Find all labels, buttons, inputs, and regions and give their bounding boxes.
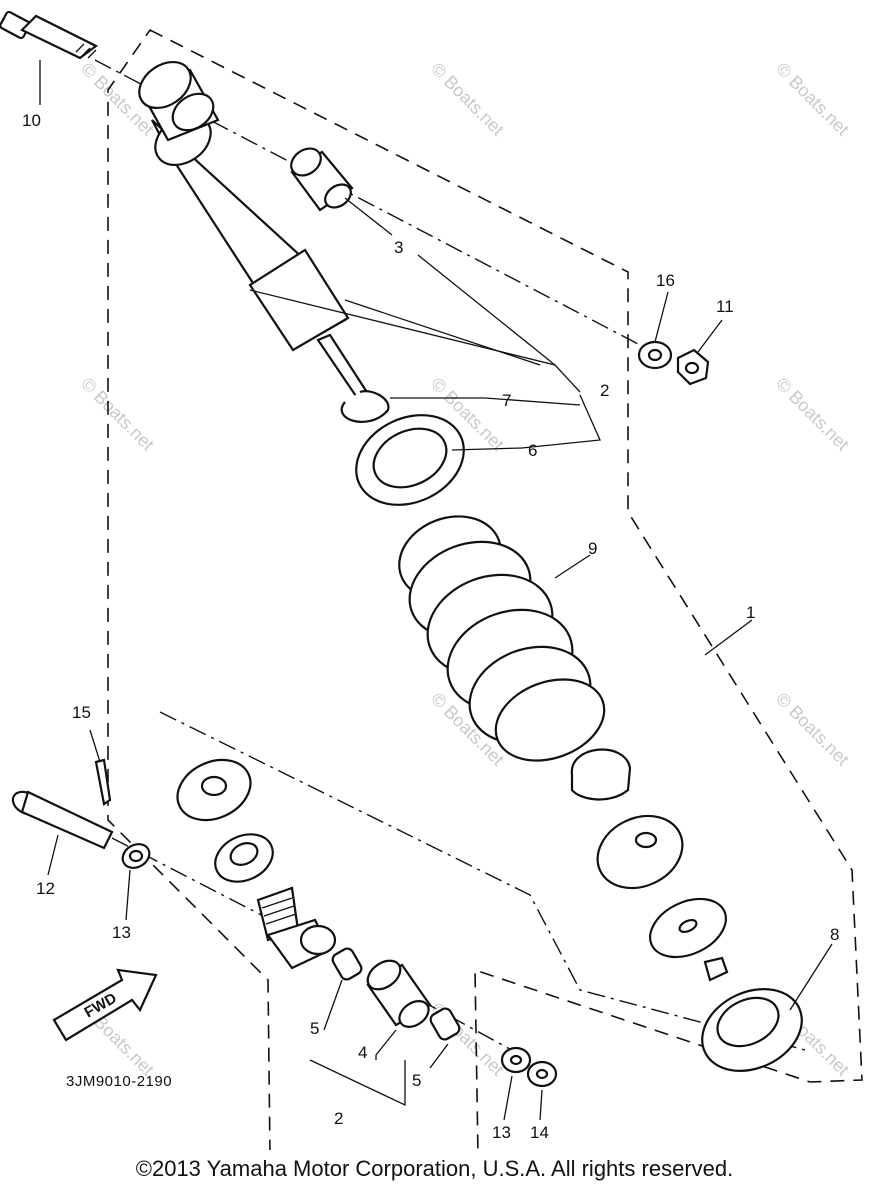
watermark: © Boats.net <box>427 59 508 140</box>
part-10-bolt <box>0 10 99 60</box>
part-bump-stop <box>570 748 632 801</box>
callout-2-lower: 2 <box>334 1109 343 1128</box>
callout-12: 12 <box>36 879 55 898</box>
part-5-collar-upper <box>331 947 363 981</box>
part-14-washer <box>526 1060 558 1088</box>
part-12-pin <box>11 790 114 850</box>
part-washer <box>649 897 727 959</box>
callout-9: 9 <box>588 539 597 558</box>
shock-absorber-body <box>138 60 374 407</box>
callout-5-upper: 5 <box>310 1019 319 1038</box>
part-15-cotter-pin <box>94 758 112 806</box>
part-cup <box>596 814 684 890</box>
part-5-collar-lower <box>429 1007 461 1041</box>
part-4-bushing <box>366 959 432 1028</box>
part-6-spring-seat <box>355 414 465 506</box>
callout-8: 8 <box>830 925 839 944</box>
callout-14: 14 <box>530 1123 549 1142</box>
diagram-code: 3JM9010-2190 <box>66 1073 172 1090</box>
callout-13-lower: 13 <box>492 1123 511 1142</box>
callout-10: 10 <box>22 111 41 130</box>
leader-lines <box>39 60 833 1121</box>
part-13-washer-lower <box>500 1046 532 1074</box>
watermark: © Boats.net <box>772 59 853 140</box>
callout-16: 16 <box>656 271 675 290</box>
callout-11: 11 <box>716 297 734 316</box>
part-9-spring <box>398 515 606 762</box>
copyright-notice: ©2013 Yamaha Motor Corporation, U.S.A. A… <box>135 1156 734 1181</box>
part-locknut <box>214 833 274 883</box>
part-13-collar-upper <box>121 843 151 869</box>
callout-2-upper: 2 <box>600 381 609 400</box>
part-adjuster-nut <box>176 758 252 822</box>
callout-15: 15 <box>72 703 91 722</box>
part-clip <box>703 956 729 982</box>
watermark: © Boats.net <box>77 374 158 455</box>
callouts: 1 2 2 3 4 5 5 6 7 8 9 10 11 12 13 13 14 … <box>22 111 839 1142</box>
part-3-bushing <box>290 147 354 212</box>
part-lower-eye <box>256 886 337 970</box>
callout-13-upper: 13 <box>112 923 131 942</box>
watermark: © Boats.net <box>772 689 853 770</box>
watermark: © Boats.net <box>772 374 853 455</box>
callout-4: 4 <box>358 1043 367 1062</box>
callout-3: 3 <box>394 238 403 257</box>
rear-shock-exploded-diagram: © Boats.net © Boats.net © Boats.net © Bo… <box>0 10 863 1150</box>
callout-7: 7 <box>502 391 511 410</box>
callout-6: 6 <box>528 441 537 460</box>
part-8-spring-seat <box>701 988 803 1072</box>
callout-5-lower: 5 <box>412 1071 421 1090</box>
callout-1: 1 <box>746 603 755 622</box>
part-11-nut <box>676 348 710 386</box>
part-16-washer <box>637 340 673 370</box>
axis-line-lower <box>159 711 806 1051</box>
assembly-outline <box>107 28 863 1150</box>
part-7-circlip <box>340 390 390 423</box>
